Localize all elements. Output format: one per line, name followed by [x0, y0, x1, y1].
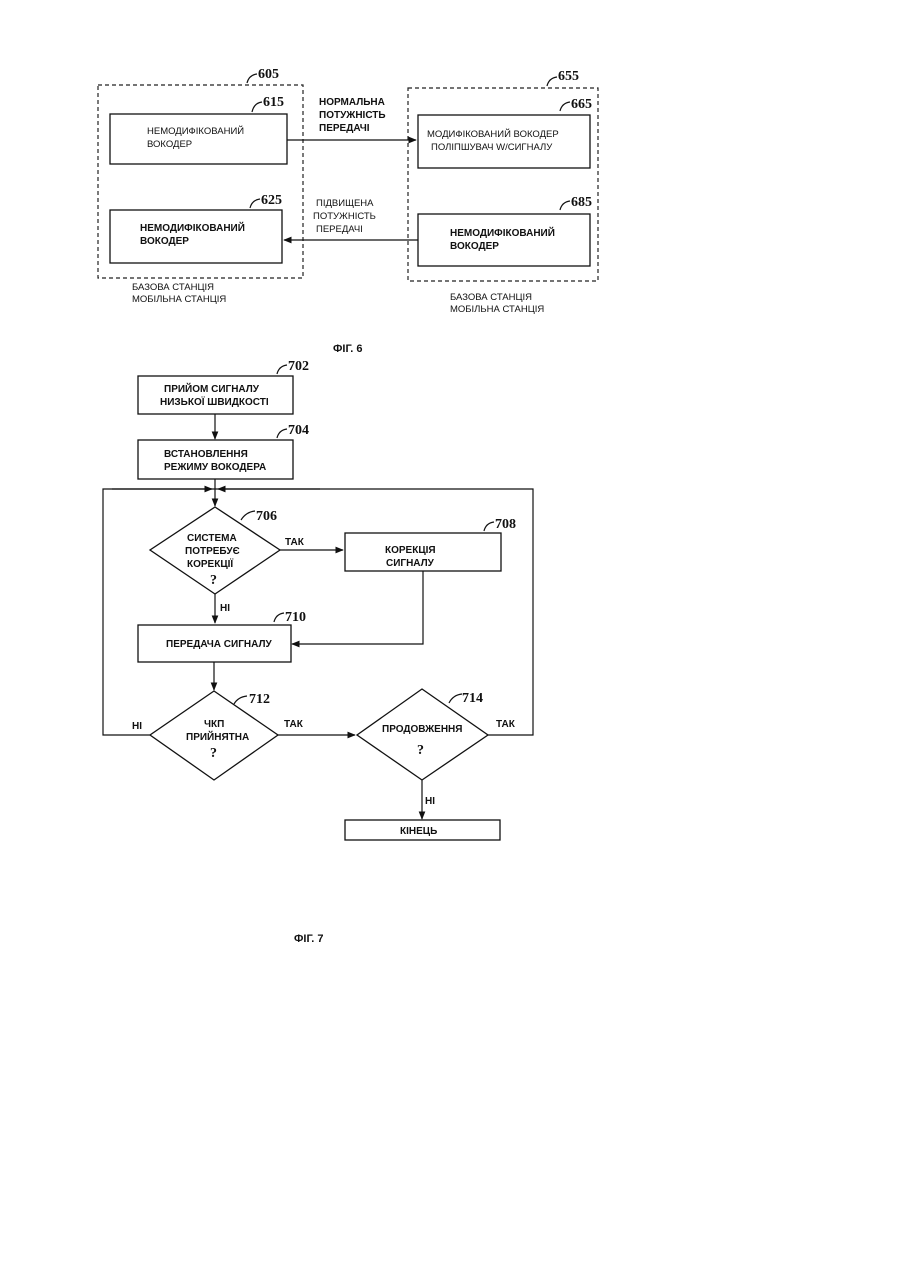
arrow-top-label-line1: НОРМАЛЬНА	[319, 97, 385, 108]
ref-702: 702	[288, 359, 309, 374]
right-group-caption-line2: МОБІЛЬНА СТАНЦІЯ	[450, 304, 544, 315]
fig6: 605 615 НЕМОДИФІКОВАНИЙ ВОКОДЕР 625 НЕМО…	[98, 67, 598, 355]
box-665-line1: МОДИФІКОВАНИЙ ВОКОДЕР	[427, 128, 559, 140]
step-702-line2: НИЗЬКОЇ ШВИДКОСТІ	[160, 395, 269, 408]
ref-leader-702	[277, 365, 287, 374]
ref-655: 655	[558, 69, 579, 84]
ref-leader-708	[484, 522, 494, 531]
ref-708: 708	[495, 517, 516, 532]
box-615-unmodified-vocoder	[110, 114, 287, 164]
fig6-caption: ФІГ. 6	[333, 343, 363, 355]
step-702-receive-signal	[138, 376, 293, 414]
ref-leader-712	[234, 696, 247, 704]
decision-712-question: ?	[210, 746, 217, 761]
ref-leader-665	[560, 102, 570, 111]
box-685-line1: НЕМОДИФІКОВАНИЙ	[450, 226, 555, 239]
ref-leader-710	[274, 613, 284, 622]
ref-leader-714	[449, 694, 462, 703]
arrow-bottom-label-line3: ПЕРЕДАЧІ	[316, 224, 363, 235]
ref-714: 714	[462, 691, 483, 706]
box-625-line2: ВОКОДЕР	[140, 236, 189, 247]
ref-605: 605	[258, 67, 279, 82]
arrow-top-label-line2: ПОТУЖНІСТЬ	[319, 110, 386, 121]
step-704-line2: РЕЖИМУ ВОКОДЕРА	[164, 462, 266, 473]
label-706-no: НІ	[220, 603, 230, 614]
box-685-unmodified-vocoder	[418, 214, 590, 266]
ref-665: 665	[571, 97, 592, 112]
fig7: 702 ПРИЙОМ СИГНАЛУ НИЗЬКОЇ ШВИДКОСТІ 704…	[103, 359, 533, 945]
arrow-bottom-label-line1: ПІДВИЩЕНА	[316, 198, 374, 209]
box-615-line1: НЕМОДИФІКОВАНИЙ	[147, 125, 244, 137]
ref-leader-706	[241, 511, 255, 520]
terminal-end-label: КІНЕЦЬ	[400, 826, 437, 837]
arrow-top-label-line3: ПЕРЕДАЧІ	[319, 123, 370, 134]
ref-710: 710	[285, 610, 306, 625]
ref-704: 704	[288, 423, 309, 438]
ref-leader-605	[247, 74, 257, 83]
decision-714-line1: ПРОДОВЖЕННЯ	[382, 724, 462, 735]
ref-625: 625	[261, 193, 282, 208]
label-712-no: НІ	[132, 721, 142, 732]
ref-leader-625	[250, 199, 260, 208]
group-655-boundary	[408, 88, 598, 281]
label-712-yes: ТАК	[284, 719, 304, 730]
decision-714-question: ?	[417, 743, 424, 758]
ref-706: 706	[256, 509, 277, 524]
box-685-line2: ВОКОДЕР	[450, 241, 499, 252]
ref-615: 615	[263, 95, 284, 110]
box-615-line2: ВОКОДЕР	[147, 139, 192, 150]
label-714-no: НІ	[425, 796, 435, 807]
step-704-line1: ВСТАНОВЛЕННЯ	[164, 449, 248, 460]
left-group-caption-line1: БАЗОВА СТАНЦІЯ	[132, 282, 214, 293]
step-708-line2: СИГНАЛУ	[386, 558, 435, 569]
ref-685: 685	[571, 195, 592, 210]
box-665-line2: ПОЛІПШУВАЧ W/СИГНАЛУ	[431, 142, 553, 153]
step-708-line1: КОРЕКЦІЯ	[385, 545, 436, 556]
ref-leader-655	[547, 77, 557, 86]
decision-706-line2: ПОТРЕБУЄ	[185, 546, 240, 557]
decision-712-line1: ЧКП	[204, 719, 224, 730]
box-625-line1: НЕМОДИФІКОВАНИЙ	[140, 221, 245, 234]
ref-leader-615	[252, 102, 262, 112]
decision-706-line1: СИСТЕМА	[187, 533, 237, 544]
label-706-yes: ТАК	[285, 537, 305, 548]
box-625-unmodified-vocoder	[110, 210, 282, 263]
arrow-bottom-label-line2: ПОТУЖНІСТЬ	[313, 211, 376, 222]
step-710-line1: ПЕРЕДАЧА СИГНАЛУ	[166, 639, 272, 650]
label-714-yes: ТАК	[496, 719, 516, 730]
decision-712-line2: ПРИЙНЯТНА	[186, 730, 249, 743]
arrow-708-to-710	[292, 571, 423, 644]
decision-706-line3: КОРЕКЦІЇ	[187, 557, 233, 570]
fig7-caption: ФІГ. 7	[294, 933, 324, 945]
decision-706-question: ?	[210, 573, 217, 588]
ref-712: 712	[249, 692, 270, 707]
ref-leader-704	[277, 429, 287, 438]
right-group-caption-line1: БАЗОВА СТАНЦІЯ	[450, 292, 532, 303]
step-702-line1: ПРИЙОМ СИГНАЛУ	[164, 382, 260, 395]
ref-leader-685	[560, 201, 570, 210]
left-group-caption-line2: МОБІЛЬНА СТАНЦІЯ	[132, 294, 226, 305]
